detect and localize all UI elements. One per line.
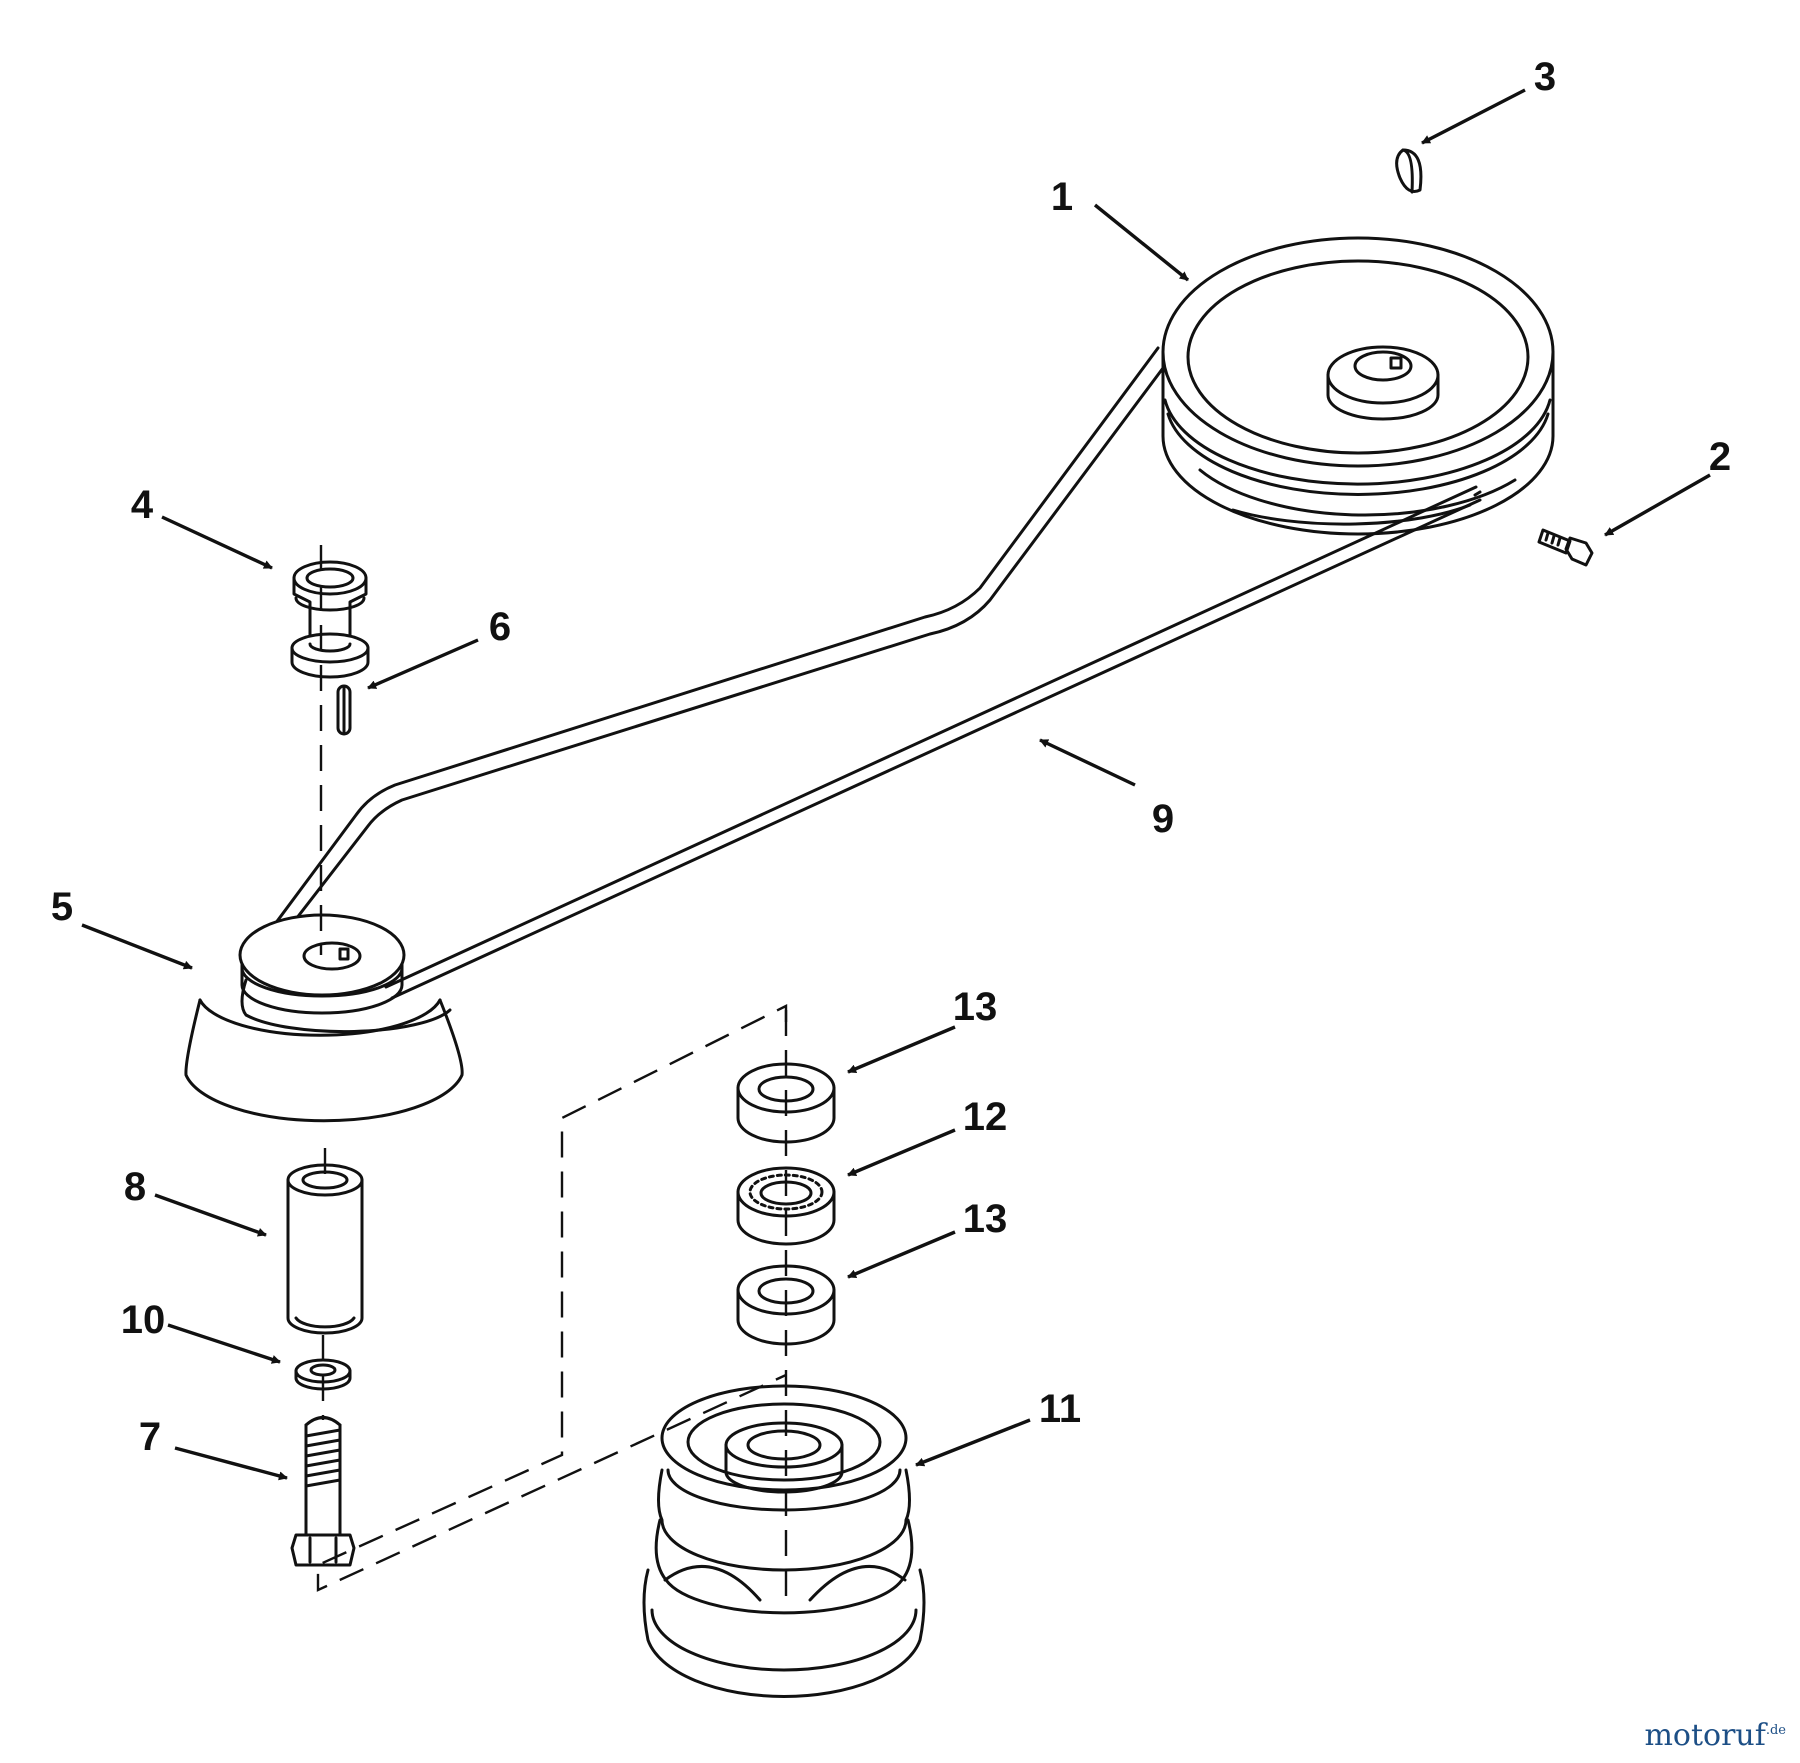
leader-1 [1093,203,1190,282]
callout-4: 4 [131,483,154,527]
small-pulley [184,913,464,1123]
woodruff-key [1395,148,1423,194]
leader-12 [847,1128,956,1177]
v-belt [250,346,1482,1000]
callout-13-lower: 13 [963,1197,1008,1241]
leader-11 [915,1418,1031,1467]
leader-6 [367,638,479,690]
leader-9 [1039,738,1136,787]
callout-7: 7 [139,1415,161,1459]
leader-2 [1604,473,1711,537]
leader-10 [167,1323,281,1364]
leader-8 [154,1193,267,1237]
leader-5 [81,923,193,970]
callout-1: 1 [1051,175,1073,219]
leader-3 [1421,88,1526,145]
watermark-logo: motoruf.de [1644,1718,1786,1753]
spacer [286,1163,364,1335]
large-drive-pulley [1161,236,1555,536]
callout-13-upper: 13 [953,985,998,1029]
leader-13b [847,1230,956,1279]
callout-10: 10 [121,1298,166,1342]
idler-pulley [642,1384,926,1698]
leader-4 [161,515,273,570]
callout-9: 9 [1152,797,1174,841]
leader-7 [174,1446,288,1481]
callout-6: 6 [489,605,511,649]
callout-12: 12 [963,1095,1008,1139]
callout-2: 2 [1709,435,1731,479]
bolt [290,1416,356,1567]
cap-screw [1537,528,1594,567]
watermark-brand: motoruf [1644,1718,1766,1753]
bushing [290,560,370,679]
assembly-lines [316,545,788,1610]
leader-13a [847,1025,956,1074]
callout-11: 11 [1039,1387,1081,1431]
callout-5: 5 [51,885,73,929]
callout-8: 8 [124,1165,146,1209]
roll-pin [336,684,352,736]
callout-labels: 1 2 3 4 5 6 7 8 9 10 11 12 13 13 [51,55,1731,1459]
callout-3: 3 [1534,55,1556,99]
leader-lines [81,88,1711,1481]
watermark-tld: .de [1765,1723,1786,1738]
